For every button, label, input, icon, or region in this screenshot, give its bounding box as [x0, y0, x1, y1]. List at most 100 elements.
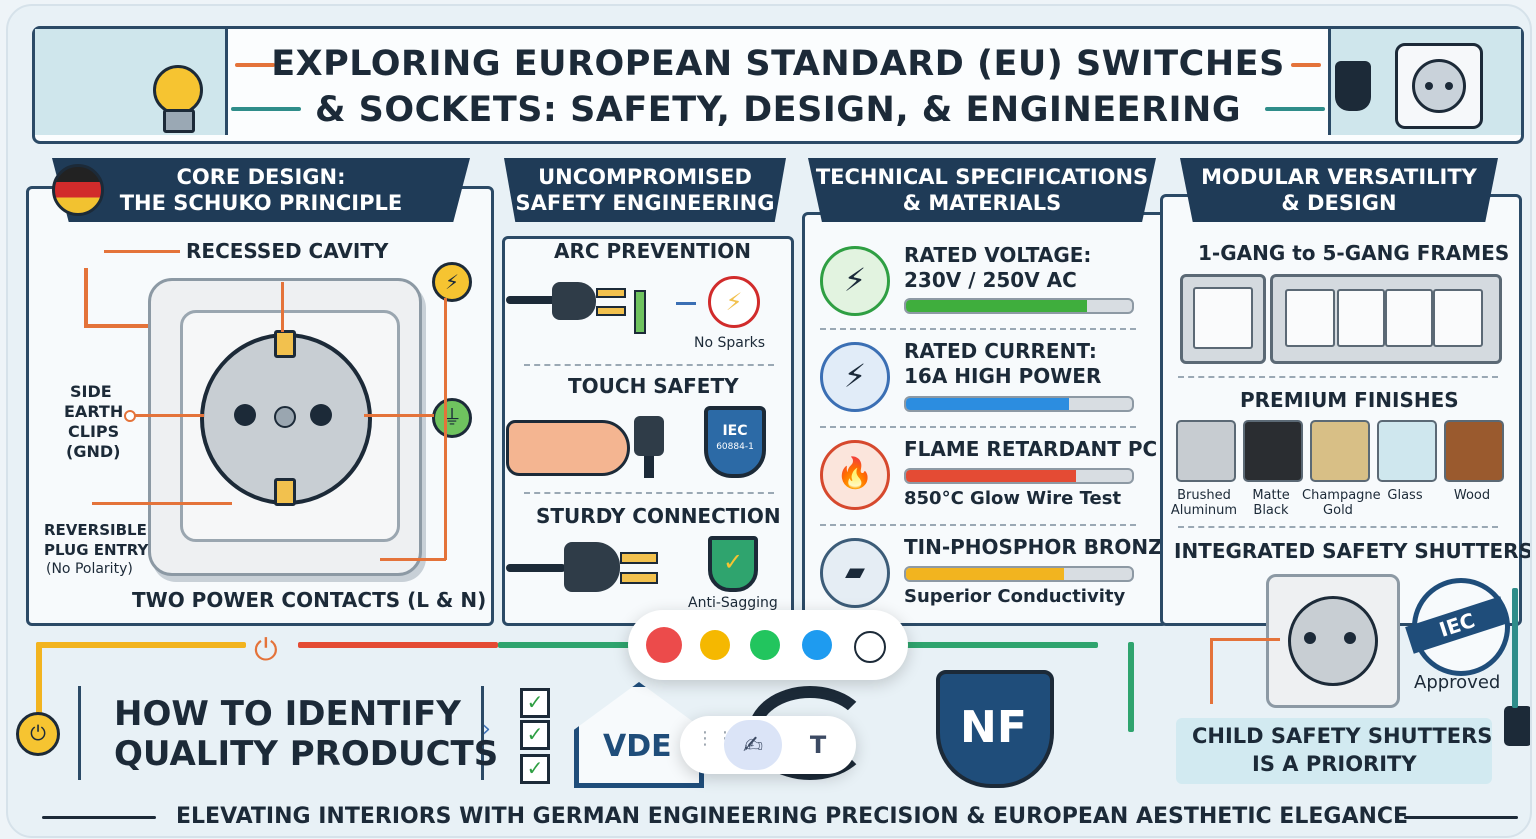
label-integrated-safety-shutters: INTEGRATED SAFETY SHUTTERS: [1174, 539, 1532, 563]
drag-handle-icon[interactable]: ⋮⋮: [696, 728, 736, 749]
circuit-trace: [1291, 63, 1321, 67]
banner-line-2: & MATERIALS: [902, 191, 1062, 215]
color-red-button[interactable]: [646, 627, 682, 663]
label-side: SIDE: [70, 382, 112, 401]
label-rated-voltage: RATED VOLTAGE:: [904, 243, 1092, 267]
page-title: EXPLORING EUROPEAN STANDARD (EU) SWITCHE…: [235, 41, 1321, 133]
plug-pin-icon: [596, 288, 626, 298]
label-touch-safety: TOUCH SAFETY: [568, 374, 739, 398]
wire: [84, 324, 194, 328]
callout-line: [134, 414, 204, 417]
value-rated-current: 16A HIGH POWER: [904, 364, 1102, 388]
checkbox-icon: ✓: [520, 720, 550, 750]
plug-body-icon: [564, 542, 620, 592]
socket-hole-left: [234, 404, 256, 426]
label-rated-current: RATED CURRENT:: [904, 339, 1097, 363]
anti-sagging-shield-icon: ✓: [708, 536, 758, 592]
plug-icon: [1335, 61, 1371, 111]
circuit-trace: [1128, 642, 1134, 732]
color-white-button[interactable]: [854, 631, 886, 663]
color-yellow-button[interactable]: [700, 630, 730, 660]
banner-line-1: CORE DESIGN:: [176, 165, 346, 189]
title-banner: EXPLORING EUROPEAN STANDARD (EU) SWITCHE…: [32, 26, 1524, 144]
label-superior-conductivity: Superior Conductivity: [904, 586, 1126, 607]
shutter-socket-face: [1288, 596, 1378, 686]
iec-text: IEC: [1405, 596, 1509, 654]
label-gnd: (GND): [66, 442, 121, 461]
finish-label: Wood: [1453, 488, 1491, 503]
panel-modular: [1160, 194, 1522, 626]
callout-line: [444, 298, 447, 560]
banner-line-2: THE SCHUKO PRINCIPLE: [119, 191, 403, 215]
finish-swatch: [1444, 420, 1504, 482]
label-premium-finishes: PREMIUM FINISHES: [1240, 388, 1459, 412]
finish-label: Brushed: [1177, 488, 1231, 503]
text-tool-button[interactable]: T: [809, 731, 827, 759]
voltage-bar: [904, 298, 1134, 314]
color-green-button[interactable]: [750, 630, 780, 660]
arrow-right-icon: ›: [482, 717, 491, 742]
callout-line: [281, 282, 284, 332]
plug-body-icon: [552, 282, 596, 320]
power-symbol-icon: ⏻: [254, 633, 278, 668]
socket-hole-right: [1344, 632, 1356, 644]
metal-bar-icon: ▰: [820, 538, 890, 608]
circuit-trace: [1512, 588, 1518, 708]
label-approved: Approved: [1414, 672, 1501, 693]
bronze-bar: [904, 566, 1134, 582]
label-reversible: REVERSIBLE: [44, 521, 147, 539]
label-flame-retardant: FLAME RETARDANT PC: [904, 437, 1158, 461]
iec-approved-badge: IEC: [1405, 578, 1510, 676]
callout-line: [380, 558, 446, 561]
label-recessed-cavity: RECESSED CAVITY: [186, 239, 389, 263]
plug-pin-icon: [620, 552, 658, 564]
label-plug-entry: PLUG ENTRY: [44, 541, 149, 559]
divider: [524, 364, 774, 366]
callout-line: [1210, 638, 1280, 641]
finish-label: Aluminum: [1170, 503, 1238, 518]
finish-label: Black: [1253, 503, 1289, 518]
finish-label: Gold: [1323, 503, 1353, 518]
finish-swatch: [1243, 420, 1303, 482]
divider: [820, 328, 1136, 330]
current-bar: [904, 396, 1134, 412]
checkbox-icon: ✓: [520, 754, 550, 784]
callout-line: [92, 502, 232, 505]
finish-swatch: [1176, 420, 1236, 482]
lightbulb-base-icon: [163, 109, 195, 133]
banner-specs: TECHNICAL SPECIFICATIONS & MATERIALS: [808, 158, 1156, 222]
one-gang-frame: [1180, 274, 1266, 364]
lightbulb-icon: [153, 65, 203, 115]
arrow-left-icon: [676, 302, 696, 305]
label-arc-prevention: ARC PREVENTION: [554, 239, 751, 263]
cable-icon: [506, 296, 556, 304]
power-icon: ⏻: [16, 712, 60, 756]
plug-pin-icon: [620, 572, 658, 584]
footer-line: [1404, 816, 1518, 819]
socket-hole-left: [1304, 632, 1316, 644]
iec-shield-icon: IEC 60884-1: [704, 406, 766, 478]
banner-core-design: CORE DESIGN: THE SCHUKO PRINCIPLE: [52, 158, 470, 222]
label-no-sparks: No Sparks: [694, 335, 765, 351]
socket-hole-right: [310, 404, 332, 426]
germany-flag-icon: [52, 164, 104, 216]
banner-line-2: SAFETY ENGINEERING: [515, 191, 775, 215]
infographic-canvas: EXPLORING EUROPEAN STANDARD (EU) SWITCHE…: [6, 4, 1532, 838]
color-blue-button[interactable]: [802, 630, 832, 660]
circuit-trace: [231, 107, 301, 111]
plug-icon: [1504, 706, 1530, 746]
label-quality-products: QUALITY PRODUCTS: [114, 734, 499, 774]
iec-number: 60884-1: [716, 442, 754, 452]
banner-safety: UNCOMPROMISED SAFETY ENGINEERING: [504, 158, 786, 222]
circuit-trace: [36, 642, 246, 648]
callout-line: [364, 414, 434, 417]
label-sturdy-connection: STURDY CONNECTION: [536, 504, 781, 528]
finish-swatch: [1310, 420, 1370, 482]
circuit-trace: [1265, 107, 1325, 111]
draw-tool-button[interactable]: ✍: [724, 720, 782, 770]
plug-icon: [634, 416, 664, 456]
label-clips: CLIPS: [68, 422, 120, 441]
circuit-trace: [298, 642, 498, 648]
child-safety-box: CHILD SAFETY SHUTTERS IS A PRIORITY: [1176, 718, 1492, 784]
hand-icon: [506, 420, 630, 476]
